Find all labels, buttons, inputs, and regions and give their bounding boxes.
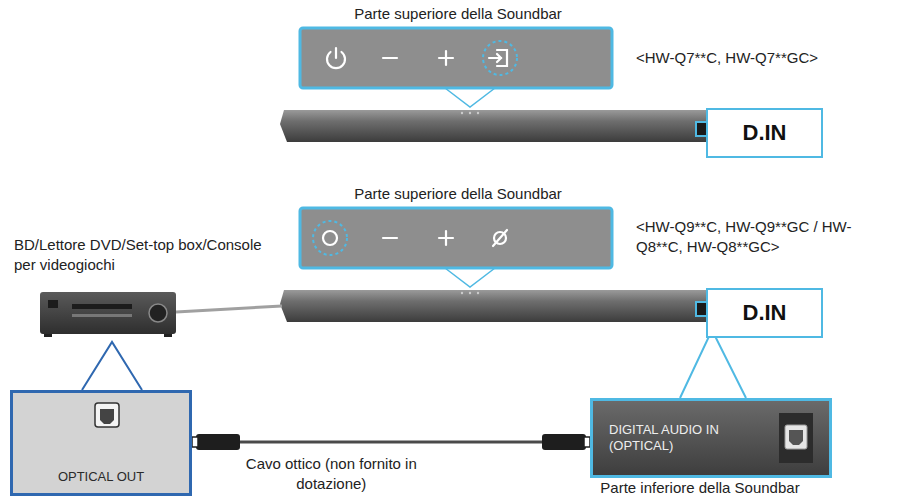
part-label: Parte superiore della Soundbar: [298, 184, 618, 204]
input-label-box: D.IN: [706, 288, 823, 338]
port-panel: DIGITAL AUDIO IN (OPTICAL): [590, 398, 832, 478]
callout-lines: [680, 330, 746, 398]
cable-label: Cavo ottico (non fornito in dotazione): [230, 454, 432, 495]
model-label: <HW-Q7**C, HW-Q7**GC>: [636, 48, 896, 68]
input-label: D.IN: [743, 299, 787, 327]
player-device: [40, 292, 282, 337]
port-panel: OPTICAL OUT: [10, 390, 192, 496]
top-panel: [300, 208, 612, 268]
part-label: Parte superiore della Soundbar: [298, 4, 618, 24]
callout-lines: [82, 342, 142, 390]
model-label: <HW-Q9**C, HW-Q9**GC / HW-Q8**C, HW-Q8**…: [636, 217, 874, 256]
part-label: Parte inferiore della Soundbar: [570, 478, 830, 498]
callout-lines: [445, 268, 495, 287]
optical-cable: [192, 441, 590, 444]
cable-plug: [192, 434, 240, 450]
device-label: BD/Lettore DVD/Set-top box/Console per v…: [14, 235, 264, 274]
port-label: OPTICAL OUT: [58, 469, 144, 485]
callout-lines: [445, 88, 495, 107]
cable-plug: [542, 434, 590, 450]
optical-port: [13, 393, 195, 473]
input-label-box: D.IN: [706, 108, 823, 158]
soundbar: [280, 110, 713, 142]
input-label: D.IN: [743, 119, 787, 147]
soundbar: [280, 290, 713, 322]
top-panel: [300, 28, 612, 88]
port-label: DIGITAL AUDIO IN (OPTICAL): [609, 422, 769, 455]
